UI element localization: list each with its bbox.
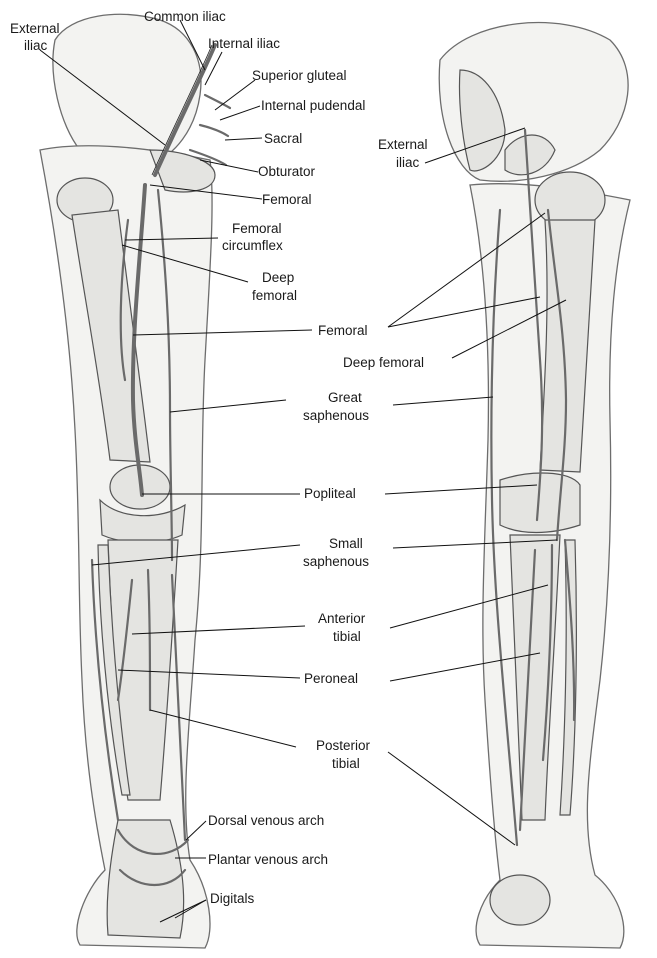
label-femoral-top: Femoral: [262, 192, 312, 207]
label-peroneal: Peroneal: [304, 671, 358, 686]
label-digitals: Digitals: [210, 891, 255, 906]
label-femoral-mid: Femoral: [318, 323, 368, 338]
label-plantar-venous-arch: Plantar venous arch: [208, 852, 328, 867]
label-superior-gluteal: Superior gluteal: [252, 68, 347, 83]
label-deep-femoral-right: Deep femoral: [343, 355, 424, 370]
label-common-iliac: Common iliac: [144, 9, 226, 24]
label-internal-pudendal: Internal pudendal: [261, 98, 365, 113]
label-obturator: Obturator: [258, 164, 316, 179]
label-internal-iliac: Internal iliac: [208, 36, 280, 51]
anterior-leg-illustration: [40, 14, 215, 948]
label-popliteal: Popliteal: [304, 486, 356, 501]
label-sacral: Sacral: [264, 131, 302, 146]
label-dorsal-venous-arch: Dorsal venous arch: [208, 813, 324, 828]
